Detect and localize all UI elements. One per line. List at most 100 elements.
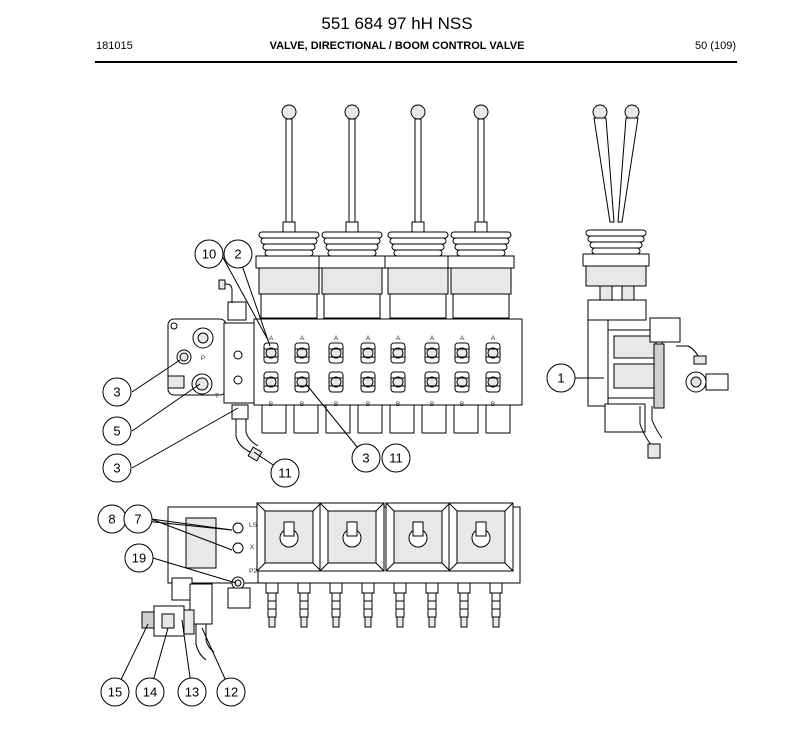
top-work-fitting <box>393 582 407 628</box>
valve-nut <box>183 609 195 635</box>
port-fitting-bore <box>330 376 342 388</box>
port-fitting-bore <box>456 376 468 388</box>
pad-stem <box>475 521 487 537</box>
port-label-b: B <box>334 401 338 408</box>
part-balloon-10: 10 <box>194 239 224 269</box>
housing-neck <box>389 293 447 319</box>
leader-line <box>152 557 237 584</box>
port-label-b: B <box>300 401 304 408</box>
boot-ring <box>264 249 314 257</box>
top-joystick-pad <box>319 502 385 572</box>
hex-stack <box>653 343 665 409</box>
port-fitting-bore <box>330 347 342 359</box>
down-elbow <box>205 624 215 653</box>
port-label-b: B <box>491 401 495 408</box>
top-view-valve <box>141 502 521 661</box>
joystick-knob <box>281 104 297 120</box>
joystick-knob <box>410 104 426 120</box>
top-right-block <box>649 317 681 343</box>
balloon-label: 1 <box>557 371 564 386</box>
port-label-a: A <box>430 335 435 342</box>
part-balloon-2: 2 <box>223 239 253 269</box>
balloon-label: 3 <box>113 385 120 400</box>
fitting-tip <box>460 616 468 628</box>
top-work-fitting <box>425 582 439 628</box>
balloon-label: 3 <box>113 461 120 476</box>
ls-port-fitting <box>232 522 244 534</box>
port-fitting-bore <box>426 347 438 359</box>
inlet-end-plate <box>223 322 255 404</box>
top-work-fitting <box>457 582 471 628</box>
bolt-hole <box>233 350 243 360</box>
balloon-label: 12 <box>224 685 238 700</box>
boot-ring <box>321 231 383 239</box>
top-joystick-pad <box>385 502 451 572</box>
pad-corner <box>448 502 458 512</box>
joystick-collar <box>282 221 296 233</box>
fitting-tip <box>300 616 308 628</box>
fitting-nut <box>489 582 503 594</box>
joystick-knob <box>344 104 360 120</box>
joystick-1 <box>255 104 323 319</box>
leader-line <box>220 253 269 341</box>
port-label-a: A <box>334 335 339 342</box>
boot-ring <box>591 247 641 255</box>
balloon-label: 10 <box>202 247 216 262</box>
port-label-x: X <box>250 544 255 551</box>
control-housing <box>321 267 383 295</box>
fitting-nut <box>457 582 471 594</box>
balloon-label: 13 <box>185 685 199 700</box>
leader-line <box>131 359 181 393</box>
pad-corner <box>375 502 385 512</box>
bottom-elbow-end <box>247 446 263 462</box>
top-work-fitting <box>329 582 343 628</box>
top-work-fitting <box>489 582 503 628</box>
spool-end-cap <box>604 403 646 433</box>
control-housing <box>258 267 320 295</box>
fitting-body <box>459 592 469 618</box>
boot-ring <box>262 243 316 251</box>
joystick-4 <box>447 104 515 319</box>
boot-base <box>384 255 452 269</box>
fitting-nut <box>265 582 279 594</box>
port-fitting-bore <box>426 376 438 388</box>
housing-neck <box>587 299 647 321</box>
balloon-circle <box>124 543 154 573</box>
pad-corner <box>319 562 329 572</box>
fitting-nut <box>425 582 439 594</box>
port-fitting-bore <box>456 347 468 359</box>
port-fitting-bore <box>362 376 374 388</box>
control-housing <box>450 267 512 295</box>
control-housing <box>387 267 449 295</box>
spool-end-cap <box>293 404 319 434</box>
balloon-circle <box>100 677 130 707</box>
port-label-b: B <box>366 401 370 408</box>
pad-corner <box>504 562 514 572</box>
balloon-circle <box>102 416 132 446</box>
boot-ring <box>454 243 508 251</box>
joystick-3 <box>384 104 452 319</box>
leader-line <box>305 383 367 459</box>
fitting-tip <box>396 616 404 628</box>
p2-port-block <box>227 587 251 609</box>
pad-corner <box>504 502 514 512</box>
top-joystick-pad <box>448 502 514 572</box>
balloon-label: 5 <box>113 424 120 439</box>
joystick-collar <box>474 221 488 233</box>
port-label-a: A <box>396 335 401 342</box>
work-port-b <box>485 371 501 393</box>
part-balloon-14: 14 <box>135 677 165 707</box>
top-work-fitting <box>297 582 311 628</box>
balloon-label: 7 <box>134 512 141 527</box>
document-id: 181015 <box>96 40 133 52</box>
pad-corner <box>375 562 385 572</box>
part-balloon-19: 19 <box>124 543 154 573</box>
part-balloon-3: 3 <box>102 453 132 483</box>
part-balloon-11: 11 <box>381 443 411 473</box>
part-balloon-13: 13 <box>177 677 207 707</box>
boot-base <box>447 255 515 269</box>
joystick-knob <box>473 104 489 120</box>
connector <box>599 285 613 301</box>
joystick-shaft-left <box>593 117 615 223</box>
